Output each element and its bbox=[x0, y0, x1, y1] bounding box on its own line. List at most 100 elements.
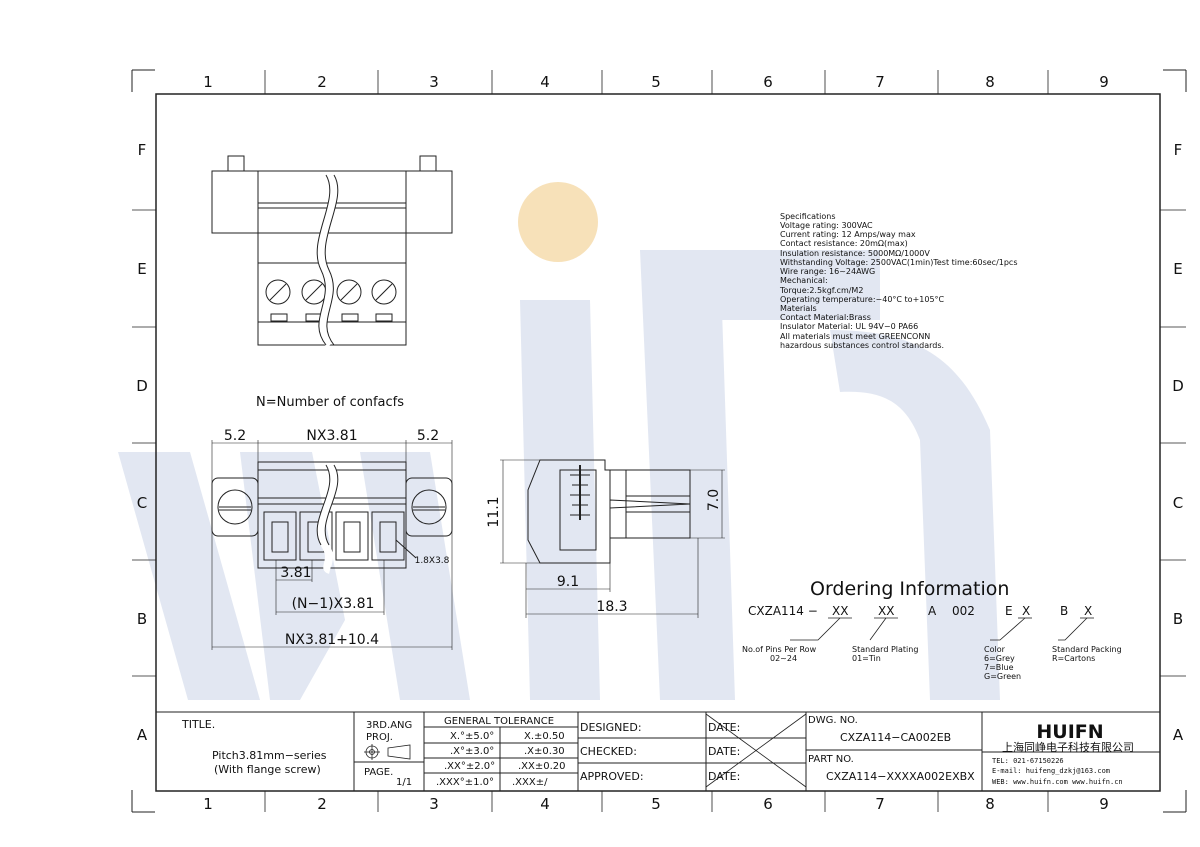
contacts-note: N=Number of confacfs bbox=[256, 395, 404, 410]
spec-line: Specifications bbox=[780, 212, 836, 221]
row-label: E bbox=[1173, 260, 1182, 278]
row-labels-right: F E D C B A bbox=[1172, 141, 1184, 744]
side-view-drawing bbox=[500, 459, 725, 618]
color-option: 6=Grey bbox=[984, 654, 1015, 663]
dim-height-label: 11.1 bbox=[486, 496, 502, 527]
col-label: 1 bbox=[203, 73, 213, 91]
code-prefix: CXZA114 − bbox=[748, 604, 818, 618]
col-label: 3 bbox=[429, 795, 439, 813]
dim-depth-label: 9.1 bbox=[557, 574, 579, 590]
tolerance-table: X.°±5.0° X.±0.50 .X°±3.0° .X±0.30 .XX°±2… bbox=[436, 731, 566, 788]
dim-plug-label: 7.0 bbox=[706, 489, 722, 511]
col-label: 5 bbox=[651, 73, 661, 91]
row-label: A bbox=[1173, 726, 1184, 744]
row-label: D bbox=[136, 377, 148, 395]
company-name: 上海同峥电子科技有限公司 bbox=[1002, 740, 1134, 754]
col-label: 9 bbox=[1099, 795, 1109, 813]
col-label: 7 bbox=[875, 795, 885, 813]
col-label: 4 bbox=[540, 795, 550, 813]
dim-pitch-label: NX3.81 bbox=[306, 428, 357, 444]
spec-line: Operating temperature:−40°C to+105°C bbox=[780, 295, 945, 304]
ordering-title: Ordering Information bbox=[810, 578, 1009, 600]
dim-right-label: 5.2 bbox=[417, 428, 439, 444]
date-label: DATE: bbox=[708, 745, 740, 758]
projection-symbol-icon bbox=[364, 744, 411, 760]
front-view-drawing bbox=[211, 440, 453, 650]
pins-range: 02~24 bbox=[770, 654, 797, 663]
color-option: 7=Blue bbox=[984, 663, 1014, 672]
sheet-frame bbox=[131, 69, 1187, 813]
spec-line: Voltage rating: 300VAC bbox=[780, 221, 873, 230]
tolerance-cell: .X±0.30 bbox=[524, 746, 565, 757]
tolerance-cell: X.±0.50 bbox=[524, 731, 565, 742]
spec-line: Insulator Material: UL 94V−0 PA66 bbox=[780, 322, 918, 331]
company-logo: HUIFN bbox=[1036, 721, 1103, 743]
specifications-block: Specifications Voltage rating: 300VAC Cu… bbox=[779, 212, 1018, 350]
col-label: 6 bbox=[763, 795, 773, 813]
company-email: E-mail: huifeng_dzkj@163.com bbox=[992, 767, 1110, 775]
dwg-no-value: CXZA114−CA002EB bbox=[840, 731, 951, 744]
row-label: A bbox=[137, 726, 148, 744]
col-label: 4 bbox=[540, 73, 550, 91]
row-label: B bbox=[137, 610, 147, 628]
date-label: DATE: bbox=[708, 721, 740, 734]
row-label: C bbox=[1173, 494, 1183, 512]
code-b: B bbox=[1060, 604, 1068, 618]
row-label: E bbox=[137, 260, 146, 278]
dim-left-label: 5.2 bbox=[224, 428, 246, 444]
col-label: 3 bbox=[429, 73, 439, 91]
title-line-1: Pitch3.81mm−series bbox=[212, 749, 327, 762]
ordering-information: Ordering Information CXZA114 − XX XX A 0… bbox=[742, 578, 1122, 681]
watermark-dot bbox=[518, 182, 598, 262]
code-e: E bbox=[1005, 604, 1013, 618]
checked-label: CHECKED: bbox=[580, 745, 637, 758]
spec-line: hazardous substances control standards. bbox=[780, 341, 944, 350]
flange-screw-icon bbox=[217, 489, 447, 525]
title-line-2: (With flange screw) bbox=[214, 763, 321, 776]
date-label: DATE: bbox=[708, 770, 740, 783]
spec-line: Withstanding Voltage: 2500VAC(1min)Test … bbox=[780, 258, 1018, 267]
company-tel: TEL: 021-67150226 bbox=[992, 757, 1064, 765]
proj-label-2: PROJ. bbox=[366, 732, 393, 743]
row-labels-left: F E D C B A bbox=[136, 141, 148, 744]
spec-line: Wire range: 16~24AWG bbox=[780, 267, 875, 276]
title-block: TITLE. Pitch3.81mm−series (With flange s… bbox=[156, 711, 1160, 791]
front-view-dimensions: 5.2 NX3.81 5.2 3.81 (N−1)X3.81 NX3.81+10… bbox=[224, 428, 450, 648]
row-label: F bbox=[1174, 141, 1183, 159]
color-label: Color bbox=[984, 645, 1006, 654]
ordering-code: CXZA114 − XX XX A 002 E X B X bbox=[748, 604, 1092, 618]
code-plating: XX bbox=[878, 604, 894, 618]
side-view-dimensions: 11.1 7.0 9.1 18.3 bbox=[486, 489, 722, 615]
column-labels-top: 1 2 3 4 5 6 7 8 9 bbox=[203, 73, 1109, 91]
tolerance-cell: .XXX°±1.0° bbox=[436, 777, 494, 788]
spec-line: Torque:2.5kgf.cm/M2 bbox=[779, 286, 863, 295]
code-pins: XX bbox=[832, 604, 848, 618]
title-label: TITLE. bbox=[181, 718, 215, 731]
pack-value: R=Cartons bbox=[1052, 654, 1095, 663]
col-label: 5 bbox=[651, 795, 661, 813]
tolerance-cell: .XX°±2.0° bbox=[444, 761, 495, 772]
proj-label-1: 3RD.ANG bbox=[366, 720, 412, 731]
part-no-value: CXZA114−XXXXA002EXBX bbox=[826, 770, 975, 783]
company-web: WEB: www.huifn.com www.huifn.cn bbox=[992, 778, 1123, 786]
spec-line: Contact Material:Brass bbox=[780, 313, 871, 322]
screw-head-icon bbox=[265, 279, 397, 305]
row-label: C bbox=[137, 494, 147, 512]
dim-total-label: NX3.81+10.4 bbox=[285, 632, 379, 648]
code-color: X bbox=[1022, 604, 1030, 618]
spec-line: Insulation resistance: 5000MΩ/1000V bbox=[780, 249, 930, 258]
column-labels-bottom: 1 2 3 4 5 6 7 8 9 bbox=[203, 795, 1109, 813]
dim-length-label: 18.3 bbox=[596, 599, 627, 615]
designed-label: DESIGNED: bbox=[580, 721, 642, 734]
col-label: 8 bbox=[985, 73, 995, 91]
col-label: 7 bbox=[875, 73, 885, 91]
spec-line: Contact resistance: 20mΩ(max) bbox=[780, 239, 908, 248]
col-label: 8 bbox=[985, 795, 995, 813]
tolerance-cell: .XX±0.20 bbox=[518, 761, 566, 772]
col-label: 9 bbox=[1099, 73, 1109, 91]
tolerance-cell: X.°±5.0° bbox=[450, 731, 494, 742]
tolerance-cell: .XXX±/ bbox=[512, 777, 548, 788]
page-label: PAGE. bbox=[364, 767, 393, 778]
pack-label: Standard Packing bbox=[1052, 645, 1122, 654]
